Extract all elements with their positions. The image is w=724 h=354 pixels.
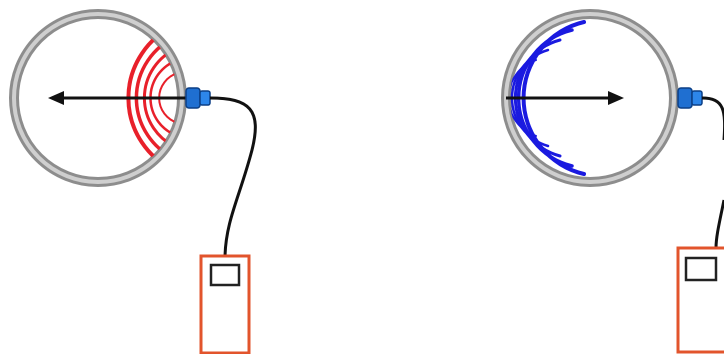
flow-arrow-right: [506, 91, 624, 105]
cable-right-lower: [714, 199, 724, 249]
transducer-icon-left: [185, 87, 211, 109]
flow-arrow-left: [48, 91, 186, 105]
cable-right: [701, 96, 724, 140]
left-panel: [9, 9, 257, 354]
transducer-icon-right: [677, 87, 703, 109]
right-panel: [501, 9, 724, 354]
meter-icon-right: [676, 246, 724, 354]
meter-icon-left: [199, 254, 251, 354]
cable-left: [209, 96, 257, 257]
